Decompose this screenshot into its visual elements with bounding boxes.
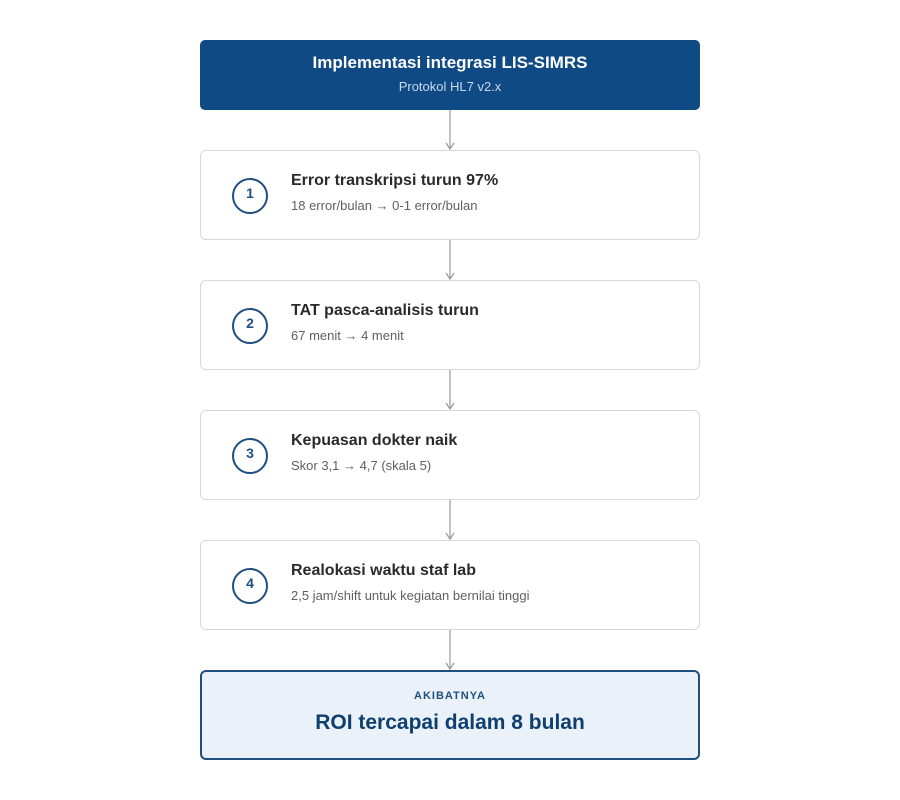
step-detail: 2,5 jam/shift untuk kegiatan bernilai ti… xyxy=(291,588,530,603)
step-number-badge: 4 xyxy=(232,568,268,604)
step-detail: 18 error/bulan → 0-1 error/bulan xyxy=(291,198,478,213)
connector-arrow-2 xyxy=(445,240,455,281)
header-node: Implementasi integrasi LIS-SIMRS Protoko… xyxy=(200,40,700,110)
step-node-2: 2 TAT pasca-analisis turun 67 menit → 4 … xyxy=(200,280,700,370)
connector-arrow-4 xyxy=(445,500,455,541)
step-node-1: 1 Error transkripsi turun 97% 18 error/b… xyxy=(200,150,700,240)
step-number-badge: 3 xyxy=(232,438,268,474)
step-number-badge: 1 xyxy=(232,178,268,214)
step-node-4: 4 Realokasi waktu staf lab 2,5 jam/shift… xyxy=(200,540,700,630)
result-text: ROI tercapai dalam 8 bulan xyxy=(315,711,585,734)
step-detail: Skor 3,1 → 4,7 (skala 5) xyxy=(291,458,432,473)
step-title: Error transkripsi turun 97% xyxy=(291,172,499,189)
step-title: TAT pasca-analisis turun xyxy=(291,302,479,319)
header-title: Implementasi integrasi LIS-SIMRS xyxy=(312,53,588,72)
step-number-badge: 2 xyxy=(232,308,268,344)
step-title: Kepuasan dokter naik xyxy=(291,432,458,449)
connector-arrow-5 xyxy=(445,630,455,671)
header-subtitle: Protokol HL7 v2.x xyxy=(398,79,502,94)
result-node: AKIBATNYA ROI tercapai dalam 8 bulan xyxy=(200,670,700,760)
step-detail: 67 menit → 4 menit xyxy=(291,328,404,343)
step-node-3: 3 Kepuasan dokter naik Skor 3,1 → 4,7 (s… xyxy=(200,410,700,500)
connector-arrow-1 xyxy=(445,110,455,151)
step-title: Realokasi waktu staf lab xyxy=(291,562,476,579)
result-label: AKIBATNYA xyxy=(414,690,486,702)
connector-arrow-3 xyxy=(445,370,455,411)
